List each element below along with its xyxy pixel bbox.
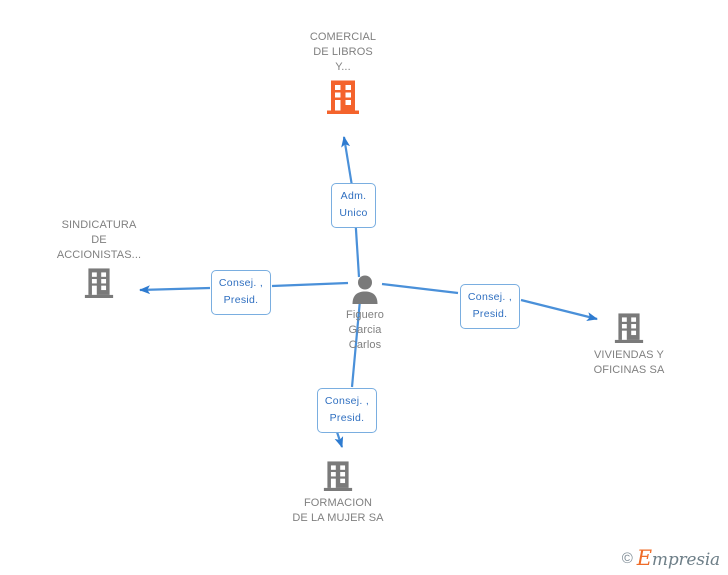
building-icon bbox=[323, 461, 353, 491]
node-label: SINDICATURA DE ACCIONISTAS... bbox=[56, 219, 142, 261]
person-icon bbox=[352, 275, 378, 304]
node-label: VIVIENDAS Y OFICINAS SA bbox=[593, 349, 665, 376]
watermark-empresia: © Empresia bbox=[622, 548, 720, 569]
node-formacion-de-la-mujer-sa[interactable]: FORMACION DE LA MUJER SA bbox=[263, 460, 413, 526]
building-icon bbox=[84, 268, 114, 298]
relation-label-consej-presid-bottom[interactable]: Consej. , Presid. bbox=[317, 388, 377, 433]
node-label: Figuero Garcia Carlos bbox=[346, 309, 384, 351]
node-label: COMERCIAL DE LIBROS Y... bbox=[309, 31, 377, 73]
node-viviendas-y-oficinas-sa[interactable]: VIVIENDAS Y OFICINAS SA bbox=[554, 312, 704, 378]
building-icon bbox=[614, 313, 644, 343]
building-icon bbox=[327, 80, 359, 114]
brand-initial: E bbox=[636, 546, 652, 570]
node-label: FORMACION DE LA MUJER SA bbox=[292, 497, 384, 524]
relation-label-consej-presid-right[interactable]: Consej. , Presid. bbox=[460, 284, 520, 329]
relation-label-adm-unico[interactable]: Adm. Unico bbox=[331, 183, 376, 228]
edge-center-to-right bbox=[381, 282, 598, 321]
node-comercial-de-libros[interactable]: COMERCIAL DE LIBROS Y... bbox=[268, 30, 418, 115]
edge-center-to-left bbox=[139, 281, 349, 295]
node-sindicatura-de-accionistas[interactable]: SINDICATURA DE ACCIONISTAS... bbox=[24, 218, 174, 299]
node-person-figuero-garcia-carlos[interactable]: Figuero Garcia Carlos bbox=[290, 274, 440, 353]
brand-rest: mpresia bbox=[651, 550, 720, 570]
brand-name: Empresia bbox=[637, 548, 720, 569]
copyright-icon: © bbox=[621, 550, 633, 567]
relation-label-consej-presid-left[interactable]: Consej. , Presid. bbox=[211, 270, 271, 315]
